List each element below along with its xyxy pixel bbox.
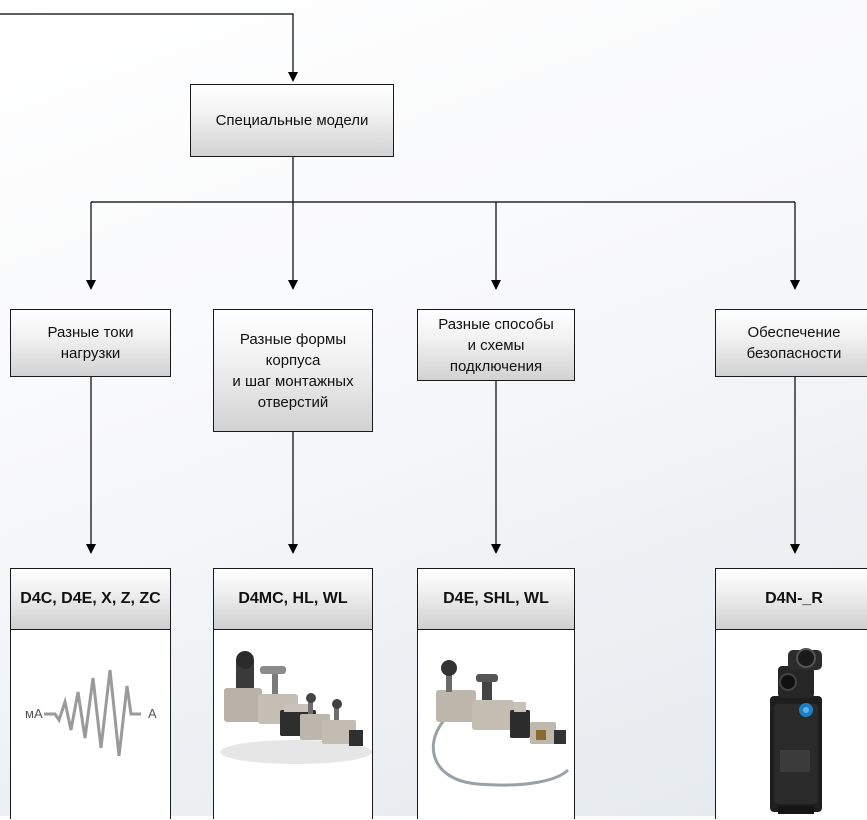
safety-switch-photo — [770, 648, 822, 814]
product-header: D4E, SHL, WL — [417, 568, 575, 629]
product-header: D4MC, HL, WL — [213, 568, 373, 629]
category-label: Разные токи нагрузки — [47, 324, 134, 362]
unit-a-label: А — [148, 706, 157, 721]
category-label: Обеспечение безопасности — [746, 324, 842, 362]
category-safety: Обеспечение безопасности — [715, 309, 867, 377]
current-waveform-icon: мА А — [25, 669, 157, 757]
category-housing-shapes: Разные формы корпуса и шаг монтажных отв… — [213, 309, 373, 432]
limit-switch-cable-photo — [431, 660, 570, 787]
product-card — [417, 629, 575, 819]
product-header: D4C, D4E, X, Z, ZC — [10, 568, 171, 629]
special-models-label: Специальные модели — [215, 112, 369, 129]
category-label: Разные формы корпуса и шаг монтажных отв… — [232, 330, 354, 411]
product-name: D4C, D4E, X, Z, ZC — [20, 590, 161, 607]
product-header: D4N-_R — [715, 568, 867, 629]
product-name: D4E, SHL, WL — [443, 590, 549, 607]
product-card — [715, 629, 867, 819]
category-connection-methods: Разные способы и схемы подключения — [417, 309, 575, 381]
category-label: Разные способы и схемы подключения — [438, 315, 554, 375]
product-card — [213, 629, 373, 819]
product-name: D4MC, HL, WL — [238, 590, 348, 607]
product-card: мА А — [10, 629, 171, 819]
special-models-node: Специальные модели — [190, 84, 394, 157]
unit-ma-label: мА — [25, 706, 43, 721]
limit-switch-group-photo — [220, 651, 372, 764]
category-load-currents: Разные токи нагрузки — [10, 309, 171, 377]
product-name: D4N-_R — [765, 590, 823, 607]
